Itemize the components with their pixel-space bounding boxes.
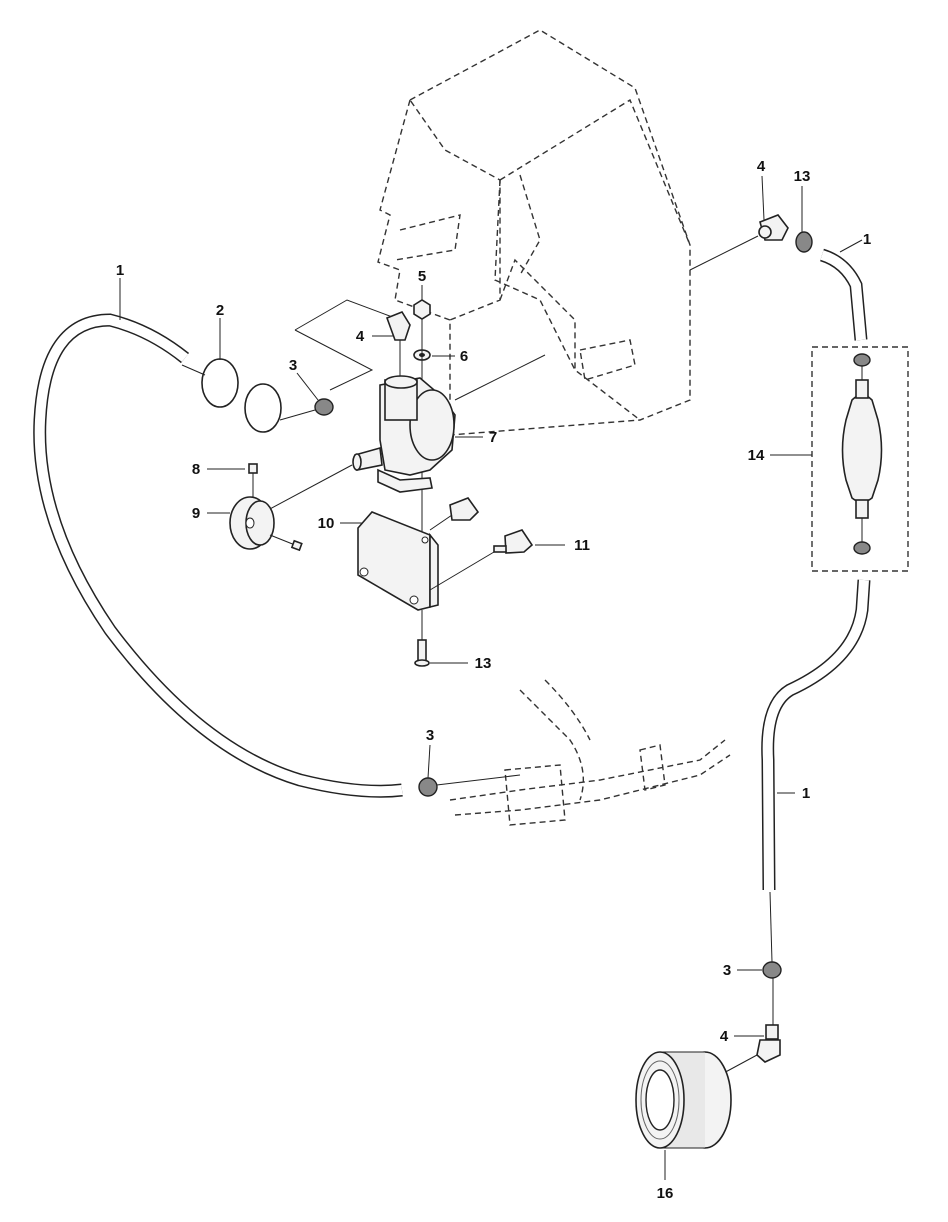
callout-primer-bulb: 14	[748, 447, 765, 464]
callout-nut: 5	[418, 268, 426, 285]
set-screw	[248, 463, 258, 498]
callout-set-screw: 8	[192, 461, 200, 478]
callout-bolt: 13	[475, 655, 492, 672]
callout-clamp-lower-left: 3	[426, 727, 434, 744]
nut	[413, 299, 431, 320]
clamp-lower-left	[418, 777, 438, 797]
callout-hose-top-left: 1	[116, 262, 124, 279]
pulley	[229, 496, 303, 552]
pump-outline-lines	[294, 299, 546, 401]
callout-leaders	[119, 175, 863, 1180]
o-rings	[181, 358, 282, 433]
hose-right-upper	[819, 248, 868, 341]
callout-clamp-top-right: 13	[794, 168, 811, 185]
fuel-line-manifold	[449, 679, 731, 826]
callout-oring: 2	[216, 302, 224, 319]
callout-pulley: 9	[192, 505, 200, 522]
elbow-pump	[385, 311, 411, 380]
clamp-lower-right	[762, 961, 782, 979]
callout-washer: 6	[460, 348, 468, 365]
callout-hose-right-lower: 1	[802, 785, 810, 802]
filter	[635, 1051, 732, 1149]
callout-knob: 11	[574, 537, 590, 554]
callout-elbow-filter: 4	[720, 1028, 729, 1045]
callout-filter: 16	[657, 1185, 674, 1202]
primer-bulb-assembly	[811, 346, 909, 572]
elbow-filter	[719, 1024, 781, 1076]
knob-lower	[429, 529, 534, 591]
callout-bracket: 10	[318, 515, 335, 532]
clamp-upper-left	[279, 398, 334, 421]
bolt	[414, 610, 430, 667]
callout-elbow-top-right: 4	[757, 158, 766, 175]
callout-clamp-upper-left: 3	[289, 357, 297, 374]
callout-labels: 1 2 3 4 5 6 7 8 9 10 11 13 3 4 13 1 14 1…	[116, 158, 871, 1202]
callout-clamp-lower-right: 3	[723, 962, 731, 979]
knob-upper	[429, 497, 480, 531]
clamp-bulb-bottom	[853, 541, 871, 555]
elbow-top-right	[689, 214, 789, 271]
clamp-top-right	[795, 231, 813, 253]
callout-hose-top-right: 1	[863, 231, 871, 248]
callout-pump: 7	[489, 429, 497, 446]
callout-elbow-pump: 4	[356, 328, 365, 345]
clamp-bulb-top	[853, 353, 871, 367]
hose-right-lower	[761, 579, 871, 1025]
bracket	[357, 511, 439, 611]
pump	[352, 375, 456, 493]
engine-housing-outline	[377, 29, 691, 436]
hose-left	[33, 313, 521, 798]
